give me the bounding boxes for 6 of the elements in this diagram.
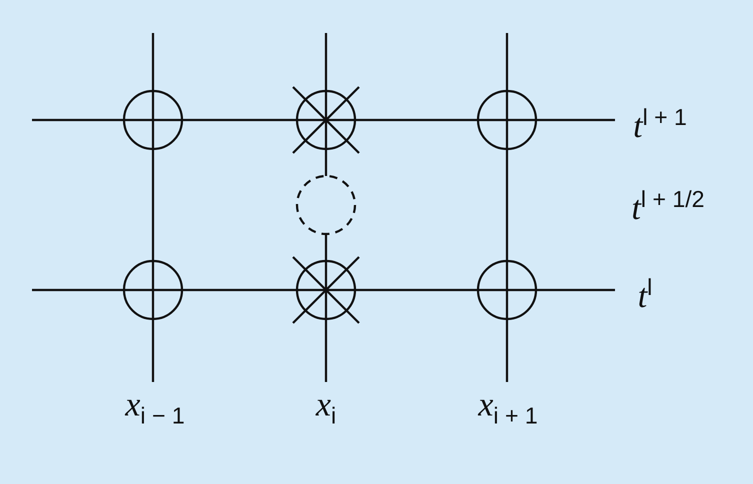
axis-label: x$_{i}$	[316, 388, 336, 428]
axis-label: t$^{l}$	[638, 276, 652, 314]
axis-label: t$^{l + 1}$	[633, 106, 687, 144]
axis-label: x$_{i + 1}$	[478, 388, 538, 428]
axis-label: x$_{i − 1}$	[125, 388, 185, 428]
axis-label: t$^{l + 1/2}$	[631, 188, 705, 226]
